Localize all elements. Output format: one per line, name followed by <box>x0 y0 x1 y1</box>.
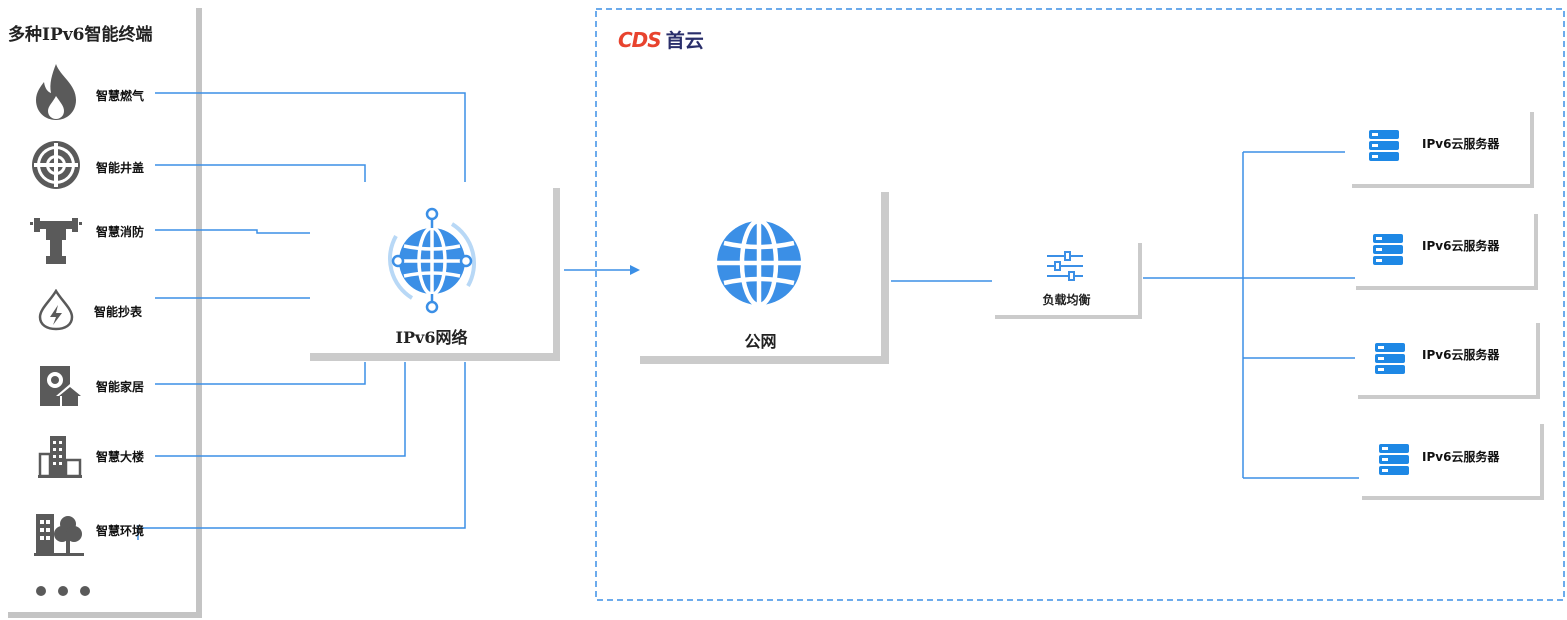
public-net-card: 公网 <box>640 192 881 356</box>
terminal-panel-title: 多种IPv6智能终端 <box>8 25 153 45</box>
terminal-label-building: 智慧大楼 <box>96 450 145 464</box>
server-card: IPv6云服务器 <box>1358 323 1536 395</box>
terminal-label-gas: 智慧燃气 <box>96 89 145 103</box>
server-label: IPv6云服务器 <box>1422 137 1500 151</box>
terminal-label-fire: 智慧消防 <box>96 225 145 239</box>
terminal-panel-bottom-border <box>8 612 202 618</box>
ipv6-card-shadow-bottom <box>310 353 560 361</box>
server-card-shadows <box>1352 112 1544 500</box>
cloud-region-border <box>595 8 1565 601</box>
fire-hydrant-icon <box>30 218 82 264</box>
server-label: IPv6云服务器 <box>1422 450 1500 464</box>
ipv6-network-card: IPv6网络 <box>310 188 553 353</box>
ipv6-card-shadow-right <box>553 188 560 361</box>
cds-logo-latin: CDS <box>618 28 662 52</box>
ipv6-network-label: IPv6网络 <box>395 328 468 347</box>
terminal-label-meter: 智能抄表 <box>94 305 143 319</box>
smart-home-icon <box>40 366 84 408</box>
ipv6-globe-icon <box>388 207 476 314</box>
globe-icon <box>717 218 801 308</box>
to-public-arrow <box>564 265 640 275</box>
server-label: IPv6云服务器 <box>1422 239 1500 253</box>
flame-icon <box>36 64 76 120</box>
server-icon <box>1379 444 1409 475</box>
server-card: IPv6云服务器 <box>1362 424 1540 496</box>
terminal-label-environment: 智慧环境 <box>96 524 145 538</box>
cds-logo-cn: 首云 <box>665 30 704 52</box>
public-net-label: 公网 <box>744 332 777 351</box>
manhole-cover-icon <box>32 141 80 189</box>
more-dots-icon <box>36 586 90 596</box>
building-icon <box>38 436 82 478</box>
server-card: IPv6云服务器 <box>1356 214 1534 286</box>
terminal-links <box>137 92 466 540</box>
load-balancer-card: 负载均衡 <box>995 243 1138 315</box>
server-icon <box>1369 130 1399 161</box>
server-label: IPv6云服务器 <box>1422 348 1500 362</box>
terminal-label-manhole: 智能井盖 <box>96 161 145 175</box>
environment-icon <box>34 514 84 556</box>
terminal-label-home: 智能家居 <box>96 380 145 394</box>
server-icon <box>1375 343 1405 374</box>
server-card: IPv6云服务器 <box>1352 112 1530 184</box>
server-links <box>1143 151 1359 479</box>
public-card-shadow-bottom <box>640 356 889 364</box>
public-card-shadow-right <box>881 192 889 364</box>
lb-card-shadow-right <box>1138 243 1142 319</box>
lb-card-shadow-bottom <box>995 315 1142 319</box>
server-icon <box>1373 234 1403 265</box>
terminal-panel-right-border <box>196 8 202 618</box>
meter-drop-icon <box>38 289 74 331</box>
cds-logo: CDS 首云 <box>618 26 704 53</box>
load-balancer-label: 负载均衡 <box>1042 293 1091 307</box>
sliders-icon <box>1047 251 1083 281</box>
